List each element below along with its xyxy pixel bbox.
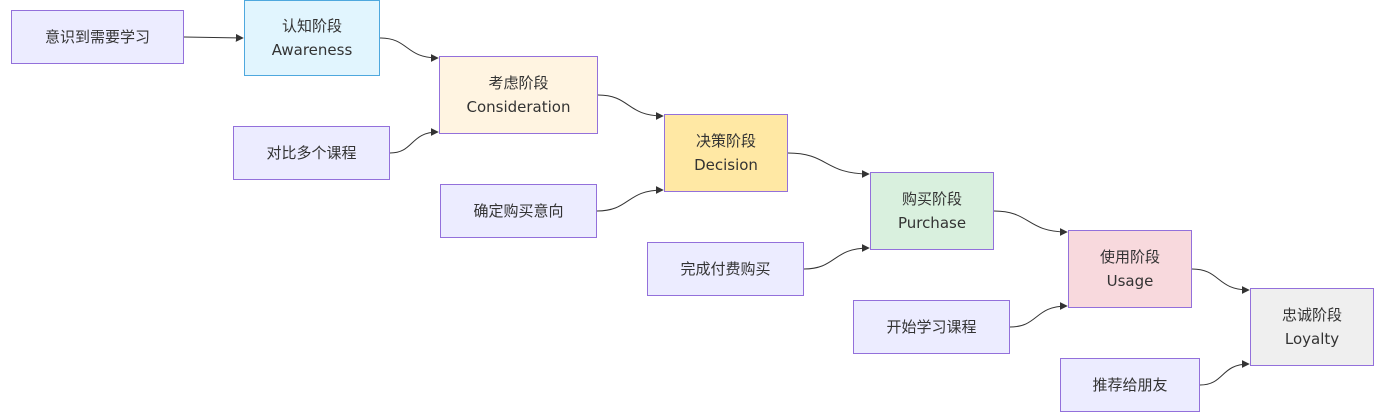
stage-decision-title-en: Decision xyxy=(694,156,758,174)
stage-purchase-title-en: Purchase xyxy=(897,214,967,232)
action-realize-need-node: 意识到需要学习 xyxy=(11,10,184,64)
stage-decision-node: 决策阶段 Decision xyxy=(664,114,788,192)
stage-consideration-node: 考虑阶段 Consideration xyxy=(439,56,598,134)
action-confirm-intent-node: 确定购买意向 xyxy=(440,184,597,238)
action-confirm-intent-label: 确定购买意向 xyxy=(473,202,564,220)
edge-a2-to-consideration xyxy=(389,128,439,154)
stage-consideration-title-cn: 考虑阶段 xyxy=(488,74,549,92)
stage-loyalty-title-en: Loyalty xyxy=(1284,330,1340,348)
edge-decision-to-purchase xyxy=(787,152,870,178)
stage-loyalty-node: 忠诚阶段 Loyalty xyxy=(1250,288,1374,366)
action-realize-need-label: 意识到需要学习 xyxy=(44,28,150,46)
action-complete-payment-node: 完成付费购买 xyxy=(647,242,804,296)
action-recommend-friends-label: 推荐给朋友 xyxy=(1092,376,1168,394)
stage-loyalty-title-cn: 忠诚阶段 xyxy=(1281,306,1342,324)
stage-usage-title-en: Usage xyxy=(1106,272,1154,290)
edge-a3-to-decision xyxy=(596,186,664,212)
edge-a5-to-usage xyxy=(1009,302,1068,328)
stage-awareness-title-en: Awareness xyxy=(271,41,353,59)
action-compare-courses-label: 对比多个课程 xyxy=(266,144,357,162)
stage-usage-node: 使用阶段 Usage xyxy=(1068,230,1192,308)
edge-a1-to-awareness xyxy=(183,33,244,42)
action-start-learning-label: 开始学习课程 xyxy=(886,318,977,336)
stage-usage-title-cn: 使用阶段 xyxy=(1099,248,1160,266)
edge-awareness-to-consideration xyxy=(379,37,439,62)
edge-usage-to-loyalty xyxy=(1191,268,1250,294)
action-start-learning-node: 开始学习课程 xyxy=(853,300,1010,354)
stage-awareness-title-cn: 认知阶段 xyxy=(281,17,342,35)
edge-a4-to-purchase xyxy=(803,244,870,270)
action-compare-courses-node: 对比多个课程 xyxy=(233,126,390,180)
stage-purchase-title-cn: 购买阶段 xyxy=(901,190,962,208)
stage-decision-title-cn: 决策阶段 xyxy=(695,132,756,150)
edge-purchase-to-usage xyxy=(993,210,1068,236)
edge-a6-to-loyalty xyxy=(1199,360,1250,386)
stage-purchase-node: 购买阶段 Purchase xyxy=(870,172,994,250)
stage-awareness-node: 认知阶段 Awareness xyxy=(244,0,380,76)
action-complete-payment-label: 完成付费购买 xyxy=(680,260,771,278)
edge-consideration-to-decision xyxy=(597,94,664,120)
action-recommend-friends-node: 推荐给朋友 xyxy=(1060,358,1200,412)
stage-consideration-title-en: Consideration xyxy=(466,98,571,116)
